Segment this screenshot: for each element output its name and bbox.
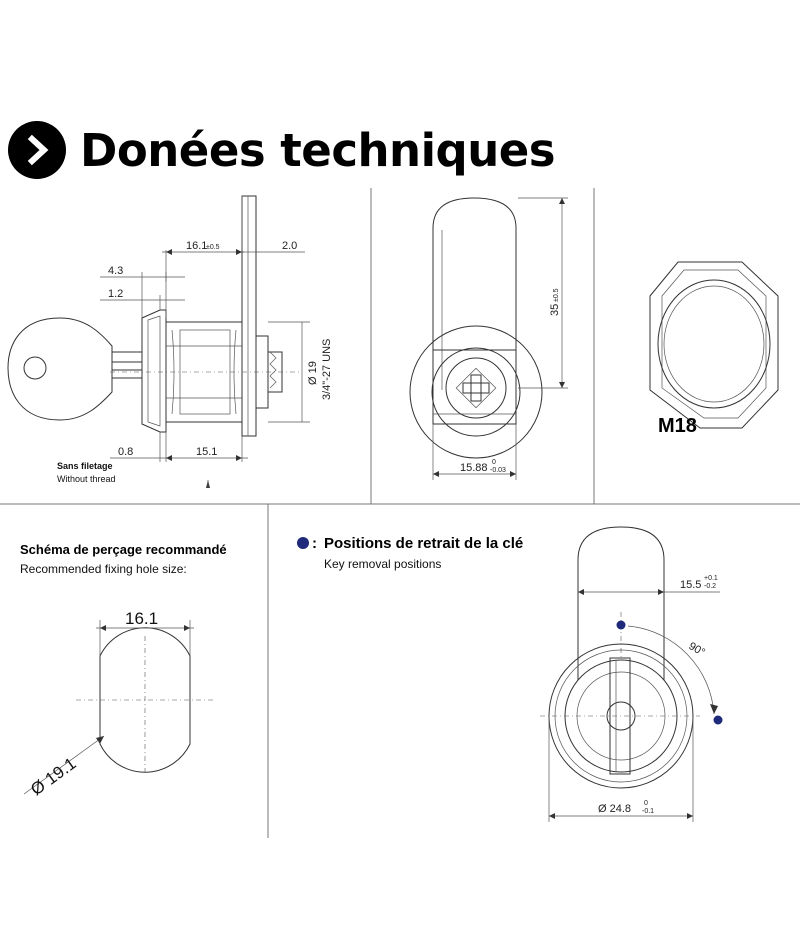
- nut-label: M18: [658, 415, 697, 437]
- dim-1-2: 1.2: [108, 288, 123, 300]
- fixing-hole-subtitle: Recommended fixing hole size:: [20, 562, 187, 576]
- page-header: Donées techniques: [8, 118, 556, 182]
- side-view-drawing: 16.1 ±0.5 2.0 4.3 1.2 Ø 19 3/4"-27 UNS 0…: [7, 195, 333, 488]
- dim-15-5: 15.5: [680, 579, 701, 591]
- note-without-thread: Without thread: [57, 474, 116, 484]
- svg-text::: :: [312, 535, 317, 552]
- fixing-hole-title: Schéma de perçage recommandé: [20, 542, 227, 557]
- dim-15-88: 15.88: [460, 462, 488, 474]
- dim-diameter-19: Ø 19: [307, 361, 319, 385]
- key-removal-point-top: [616, 620, 626, 630]
- dim-15-88-tol-low: -0.03: [490, 467, 506, 474]
- dim-15-1: 15.1: [196, 446, 217, 458]
- dim-0-8: 0.8: [118, 446, 133, 458]
- angle-label: 90°: [687, 640, 707, 659]
- dim-16-1-tolerance: ±0.5: [206, 244, 220, 251]
- dim-2-0: 2.0: [282, 240, 297, 252]
- panel-dividers: [0, 188, 800, 838]
- key-removal-point-right: [713, 715, 723, 725]
- note-sans-filetage: Sans filetage: [57, 461, 113, 471]
- dim-4-3: 4.3: [108, 265, 123, 277]
- fixing-hole-panel: Schéma de perçage recommandé Recommended…: [20, 542, 227, 799]
- key-positions-subtitle: Key removal positions: [324, 557, 441, 571]
- fixing-hole-width: 16.1: [125, 609, 158, 628]
- page-title: Donées techniques: [80, 123, 556, 177]
- dim-24-8: Ø 24.8: [598, 803, 631, 815]
- nut-drawing: M18: [649, 261, 779, 437]
- dim-15-88-tol-up: 0: [492, 459, 496, 466]
- fixing-hole-diameter: Ø 19.1: [27, 754, 79, 799]
- dim-16-1: 16.1: [186, 240, 207, 252]
- dim-15-5-tol-low: -0.2: [704, 583, 716, 590]
- key-positions-title: Positions de retrait de la clé: [324, 535, 523, 552]
- dim-thread: 3/4"-27 UNS: [321, 339, 333, 400]
- dim-24-8-tol-up: 0: [644, 800, 648, 807]
- key-position-marker: [297, 537, 309, 549]
- chevron-right-icon: [8, 121, 66, 179]
- dim-35-tolerance: ±0.5: [553, 288, 560, 302]
- key-positions-panel: : Positions de retrait de la clé Key rem…: [297, 526, 723, 822]
- dim-35: 35: [549, 304, 561, 316]
- front-view-drawing: 35 ±0.5 15.88 0 -0.03: [409, 197, 568, 480]
- dim-24-8-tol-low: -0.1: [642, 808, 654, 815]
- dim-15-5-tol-up: +0.1: [704, 575, 718, 582]
